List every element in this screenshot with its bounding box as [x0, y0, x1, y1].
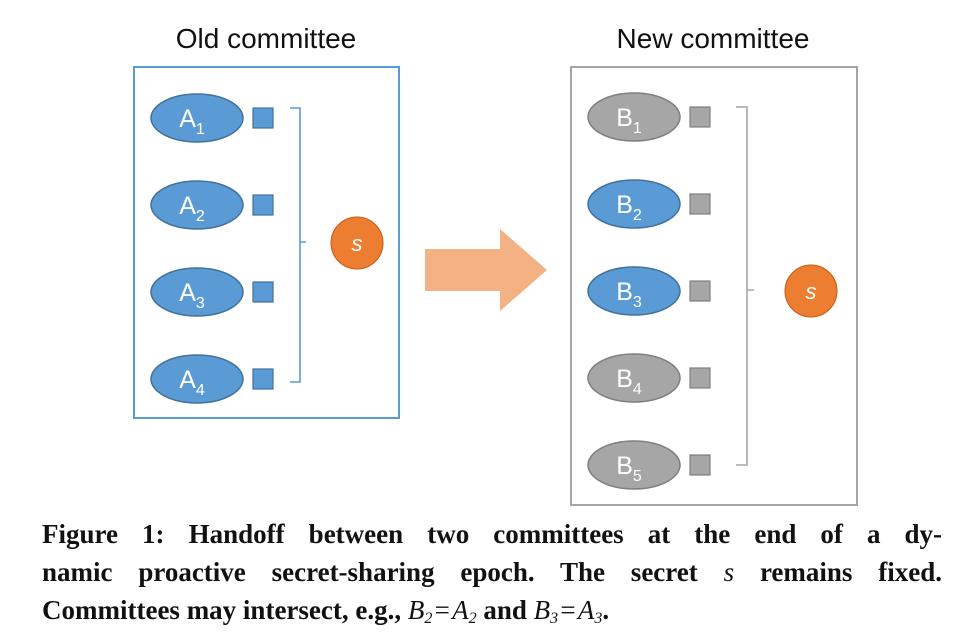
member-label-b5: B5 [616, 452, 642, 485]
share-square-a4 [252, 368, 274, 390]
member-node-a2 [150, 180, 244, 230]
share-square-a1 [252, 107, 274, 129]
caption-eq2-left: B3 [533, 595, 559, 627]
caption-text-2a: namic proactive secret-sharing epoch. Th… [42, 557, 698, 587]
share-square-b3 [689, 280, 711, 302]
old-committee-box [133, 66, 400, 419]
old-secret-node [330, 216, 384, 270]
member-node-a3 [150, 267, 244, 317]
caption-line-2: namic proactive secret-sharing epoch. Th… [42, 553, 942, 591]
member-node-b4 [587, 353, 681, 403]
member-label-b2: B2 [616, 191, 642, 224]
caption-secret-symbol: s [723, 557, 735, 587]
share-square-b1 [689, 106, 711, 128]
share-square-a3 [252, 281, 274, 303]
member-label-b1: B1 [616, 104, 642, 137]
caption-eq1-left: B2 [407, 595, 433, 627]
member-node-a4 [150, 354, 244, 404]
caption-text-2b: remains fixed. [759, 557, 942, 587]
share-square-a2 [252, 194, 274, 216]
old-committee-title: Old committee [176, 23, 357, 54]
old-committee-brace [290, 107, 306, 383]
member-label-a3: A3 [179, 279, 205, 312]
new-secret-node [784, 264, 838, 318]
caption-line-3: Committees may intersect, e.g., B2 = A2 … [42, 595, 610, 627]
member-label-a2: A2 [179, 192, 205, 225]
new-secret-label: s [806, 279, 817, 304]
caption-eq2-right: A3 [577, 595, 603, 627]
member-node-b5 [587, 440, 681, 490]
share-square-b5 [689, 454, 711, 476]
caption-and: and [483, 595, 527, 625]
caption-text-3a: Committees may intersect, e.g., [42, 595, 402, 625]
new-committee-title: New committee [617, 23, 810, 54]
member-node-b1 [587, 92, 681, 142]
caption-line-1: Figure 1: Handoff between two committees… [42, 515, 942, 553]
handoff-arrow [425, 229, 547, 311]
member-label-a4: A4 [179, 366, 205, 399]
member-node-b3 [587, 266, 681, 316]
figure-caption: Figure 1: Handoff between two committees… [42, 515, 942, 629]
caption-end: . [602, 595, 610, 625]
member-node-a1 [150, 93, 244, 143]
caption-text-1: Handoff between two committees at the en… [188, 519, 943, 549]
share-square-b2 [689, 193, 711, 215]
member-node-b2 [587, 179, 681, 229]
caption-eq1-right: A2 [452, 595, 477, 627]
caption-label: Figure 1: [42, 519, 165, 549]
share-square-b4 [689, 367, 711, 389]
member-label-b4: B4 [616, 365, 642, 398]
new-committee-brace [736, 106, 754, 466]
member-label-a1: A1 [179, 105, 205, 138]
member-label-b3: B3 [616, 278, 642, 311]
new-committee-box [570, 66, 858, 506]
old-secret-label: s [352, 231, 363, 256]
